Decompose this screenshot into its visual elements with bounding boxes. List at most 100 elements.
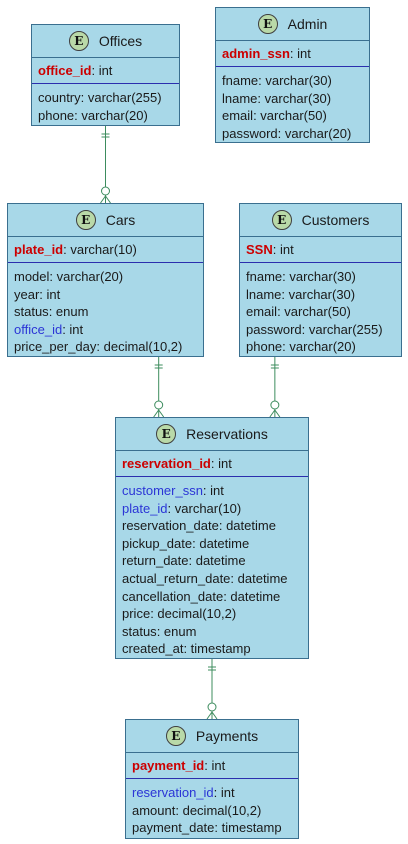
attr-name: year: [14, 286, 40, 302]
attr-name: status: [14, 304, 49, 320]
attr-name: phone: [246, 339, 283, 355]
attr-name: password: [222, 125, 278, 141]
primary-key: reservation_id: int: [116, 450, 308, 477]
attr-name: customer_ssn: [122, 483, 203, 498]
cardinality-crowfoot: [100, 195, 106, 204]
attr-name: price: [122, 606, 151, 622]
attribute: lname: varchar(30): [222, 90, 363, 108]
attr-name: phone: [38, 107, 75, 123]
attr-name: cancellation_date: [122, 588, 224, 604]
entity-icon: E: [75, 210, 96, 230]
attr-type: : varchar(255): [301, 321, 383, 337]
attribute: payment_date: timestamp: [132, 819, 292, 837]
attr-type: : timestamp: [183, 641, 251, 657]
cardinality-crowfoot: [269, 409, 276, 418]
attribute: price: decimal(10,2): [122, 605, 302, 623]
attr-name: reservation_date: [122, 518, 219, 534]
attr-name: payment_date: [132, 820, 215, 836]
entity-reservations[interactable]: E Reservations reservation_id: int custo…: [115, 417, 309, 659]
attribute: created_at: timestamp: [122, 640, 302, 658]
pk-name: plate_id: [14, 242, 64, 257]
entity-payments[interactable]: E Payments payment_id: int reservation_i…: [125, 719, 299, 839]
attr-type: : enum: [156, 623, 197, 639]
attr-name: country: [38, 90, 81, 105]
attribute: model: varchar(20): [14, 268, 197, 286]
attribute: actual_return_date: datetime: [122, 570, 302, 588]
attr-name: pickup_date: [122, 535, 193, 551]
entity-title: Offices: [98, 33, 143, 49]
attr-type: : varchar(20): [49, 269, 124, 284]
attr-type: : int: [213, 785, 235, 800]
primary-key: plate_id: varchar(10): [8, 236, 203, 263]
entity-icon: E: [271, 210, 292, 230]
cardinality-zero-circle: [101, 186, 110, 196]
attr-type: : decimal(10,2): [150, 606, 237, 622]
entity-cars[interactable]: E Cars plate_id: varchar(10) model: varc…: [7, 203, 204, 357]
entity-icon: E: [165, 726, 186, 746]
cardinality-crowfoot: [153, 409, 160, 418]
attribute-list: country: varchar(255)phone: varchar(20): [32, 84, 179, 127]
cardinality-crowfoot: [274, 409, 281, 418]
attr-type: : varchar(20): [277, 125, 352, 141]
pk-name: reservation_id: [122, 456, 211, 471]
attr-type: : varchar(20): [282, 339, 356, 355]
attr-type: : datetime: [218, 518, 276, 534]
attr-type: : decimal(10,2): [96, 339, 183, 355]
attribute: fname: varchar(30): [222, 72, 363, 90]
pk-name: office_id: [38, 63, 92, 78]
entity-header: E Offices: [32, 25, 179, 57]
cardinality-crowfoot: [105, 195, 111, 204]
cardinality-zero-circle: [207, 702, 217, 712]
attr-name: fname: [246, 269, 283, 284]
attr-type: : int: [202, 483, 224, 498]
attribute: country: varchar(255): [38, 89, 173, 107]
pk-type: : int: [91, 63, 113, 78]
primary-key: SSN: int: [240, 236, 401, 263]
attribute: cancellation_date: datetime: [122, 588, 302, 606]
attribute: status: enum: [14, 303, 197, 321]
attr-name: amount: [132, 802, 176, 818]
attribute: phone: varchar(20): [38, 107, 173, 125]
pk-type: : varchar(10): [63, 242, 137, 257]
foreign-key-attribute: plate_id: varchar(10): [122, 500, 302, 518]
foreign-key-attribute: office_id: int: [14, 321, 197, 339]
attr-type: : datetime: [188, 553, 246, 569]
attr-type: : int: [62, 321, 84, 337]
attribute: year: int: [14, 286, 197, 304]
attr-type: : varchar(30): [258, 73, 332, 88]
pk-type: : int: [272, 242, 294, 257]
entity-admin[interactable]: E Admin admin_ssn: int fname: varchar(30…: [215, 7, 370, 143]
primary-key: admin_ssn: int: [216, 40, 369, 67]
attribute: password: varchar(20): [222, 125, 363, 143]
entity-icon: E: [68, 31, 89, 51]
entity-title: Payments: [195, 728, 259, 744]
attr-type: : decimal(10,2): [175, 802, 262, 818]
entity-header: E Customers: [240, 204, 401, 236]
primary-key: payment_id: int: [126, 752, 298, 779]
entity-title: Customers: [301, 212, 370, 228]
attr-type: : datetime: [230, 570, 288, 586]
attribute: pickup_date: datetime: [122, 535, 302, 553]
attribute: password: varchar(255): [246, 321, 395, 339]
entity-customers[interactable]: E Customers SSN: int fname: varchar(30)l…: [239, 203, 402, 357]
attribute: email: varchar(50): [246, 303, 395, 321]
attr-name: lname: [222, 90, 258, 106]
attribute: return_date: datetime: [122, 552, 302, 570]
attr-type: : timestamp: [214, 820, 282, 836]
entity-header: E Cars: [8, 204, 203, 236]
attribute-list: fname: varchar(30)lname: varchar(30)emai…: [216, 67, 369, 145]
cardinality-zero-circle: [154, 400, 164, 410]
attr-type: : varchar(50): [253, 108, 327, 124]
attr-type: : varchar(255): [80, 90, 162, 105]
cardinality-crowfoot: [206, 711, 213, 720]
entity-offices[interactable]: E Offices office_id: int country: varcha…: [31, 24, 180, 126]
entity-title: Admin: [287, 16, 328, 32]
attr-name: password: [246, 321, 302, 337]
attribute: status: enum: [122, 623, 302, 641]
entity-icon: E: [257, 14, 278, 34]
attr-name: actual_return_date: [122, 570, 231, 586]
